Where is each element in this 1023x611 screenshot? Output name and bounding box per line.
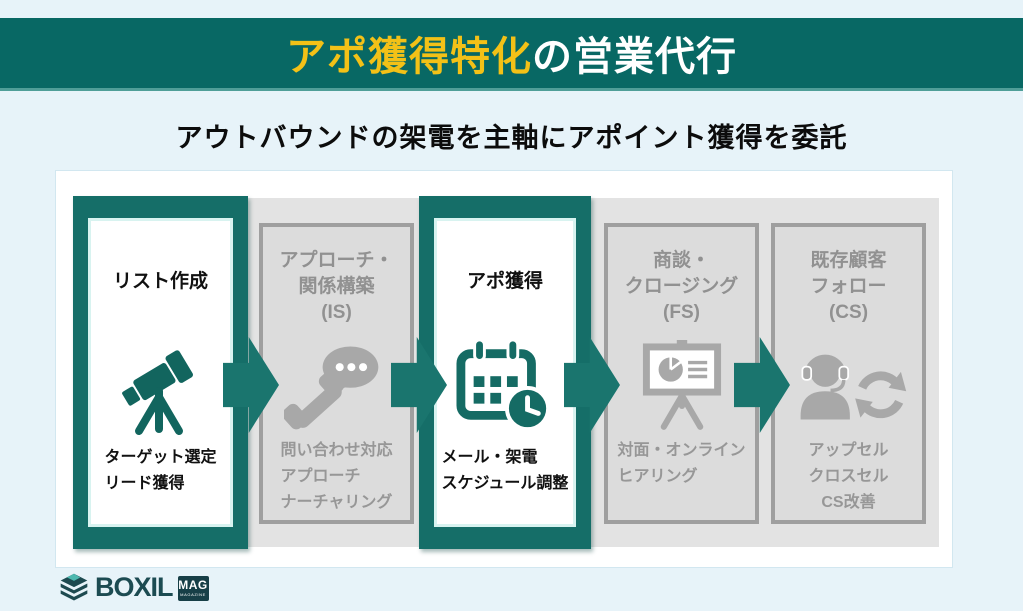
- step-negotiation-closing: 商談・ クロージング (FS): [604, 223, 759, 524]
- calendar-clock-icon: [453, 337, 557, 435]
- step-details: メール・架電 スケジュール調整: [441, 449, 569, 492]
- step-title: アポ獲得: [466, 271, 543, 292]
- boxil-stack-icon: [58, 572, 90, 604]
- step-details: 問い合わせ対応 アプローチ ナーチャリング: [280, 442, 393, 511]
- flow-diagram-panel: リスト作成: [55, 170, 953, 568]
- title-rest: の営業代行: [532, 35, 737, 79]
- boxil-mag-logo: BOXIL MAG MAGAZINE: [58, 572, 209, 604]
- title-highlight: アポ獲得特化: [286, 35, 532, 79]
- header-banner: アポ獲得特化の営業代行: [0, 18, 1023, 91]
- step-details: アップセル クロスセル CS改善: [808, 442, 889, 511]
- customer-support-icon: [790, 342, 908, 430]
- mag-badge: MAG MAGAZINE: [177, 576, 209, 601]
- step-details: 対面・オンライン ヒアリング: [617, 442, 746, 485]
- step-approach-relationship: アプローチ・ 関係構築 (IS): [259, 223, 414, 524]
- step-existing-customer-follow: 既存顧客 フォロー (CS): [771, 223, 926, 524]
- subtitle: アウトバウンドの架電を主軸にアポイント獲得を委託: [175, 123, 848, 153]
- step-title: 既存顧客 フォロー (CS): [810, 250, 887, 323]
- step-title: リスト作成: [112, 271, 208, 292]
- step-title: アプローチ・ 関係構築 (IS): [279, 250, 394, 323]
- boxil-brand-text: BOXIL: [95, 572, 174, 602]
- telescope-icon: [109, 331, 213, 441]
- presentation-icon: [636, 337, 728, 435]
- phone-chat-icon: [283, 340, 390, 432]
- step-title: 商談・ クロージング (FS): [624, 250, 739, 323]
- step-details: ターゲット選定 リード獲得: [104, 449, 217, 492]
- step-appointment-acquisition: アポ獲得: [419, 196, 591, 549]
- step-list-creation: リスト作成: [73, 196, 248, 549]
